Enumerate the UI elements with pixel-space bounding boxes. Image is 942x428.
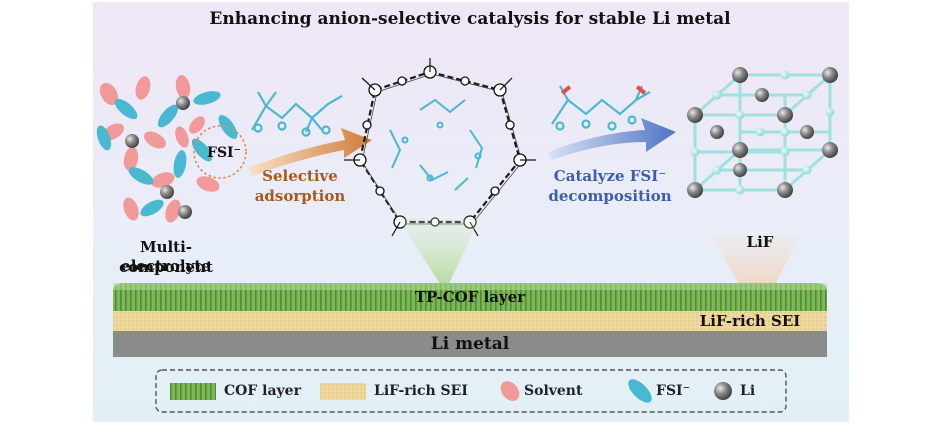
step2-label-line2: decomposition	[548, 187, 672, 205]
fsi-highlight-ring	[193, 125, 247, 179]
legend-label-fsi: FSI⁻	[656, 383, 690, 399]
lif-li-atoms	[687, 67, 838, 198]
step2-label-line1: Catalyze FSI⁻	[553, 167, 667, 185]
step1-label-line2: adsorption	[254, 187, 346, 205]
li-metal-label: Li metal	[430, 334, 510, 354]
diagram-title: Enhancing anion-selective catalysis for …	[209, 9, 731, 29]
fsi-anions	[96, 91, 238, 217]
step1-label-line1: Selective	[262, 167, 338, 185]
lif-crystal	[687, 67, 838, 198]
cof-layer-label: TP-COF layer	[414, 288, 526, 306]
electrolyte-cluster	[96, 75, 247, 223]
legend-swatch-solvent	[500, 381, 520, 401]
lif-zoom-cone	[712, 236, 800, 318]
li-ions-cluster	[125, 96, 192, 219]
legend-swatch-fsi	[628, 379, 652, 403]
solvent-molecules	[99, 75, 220, 223]
fsi-molecule-free	[251, 91, 343, 137]
adsorbed-fsi	[389, 98, 484, 191]
legend-swatch-cof	[170, 383, 216, 400]
electrolyte-label-line2: electrolyte	[121, 257, 211, 275]
sei-layer	[113, 311, 827, 331]
electrolyte-label-line1: Multi-component	[119, 238, 213, 276]
catalyze-arrow	[548, 118, 676, 160]
sei-layer-label: LiF-rich SEI	[699, 312, 801, 330]
lif-label: LiF	[746, 233, 774, 251]
legend-label-sei: LiF-rich SEI	[374, 383, 468, 399]
bond-cleavage-marks	[560, 85, 647, 95]
background-panel	[93, 2, 849, 422]
selective-adsorption-arrow	[248, 128, 372, 176]
fsi-anion-tag: FSI⁻	[207, 145, 241, 161]
legend-swatch-li	[714, 382, 732, 400]
cof-zoom-cone	[398, 218, 480, 292]
legend-swatch-sei	[320, 383, 366, 400]
legend-box	[155, 369, 787, 413]
legend-label-cof: COF layer	[224, 383, 301, 399]
li-metal-layer	[113, 331, 827, 357]
lif-f-atoms	[690, 70, 835, 195]
legend-label-solvent: Solvent	[524, 383, 583, 399]
legend-label-li: Li	[740, 383, 756, 399]
